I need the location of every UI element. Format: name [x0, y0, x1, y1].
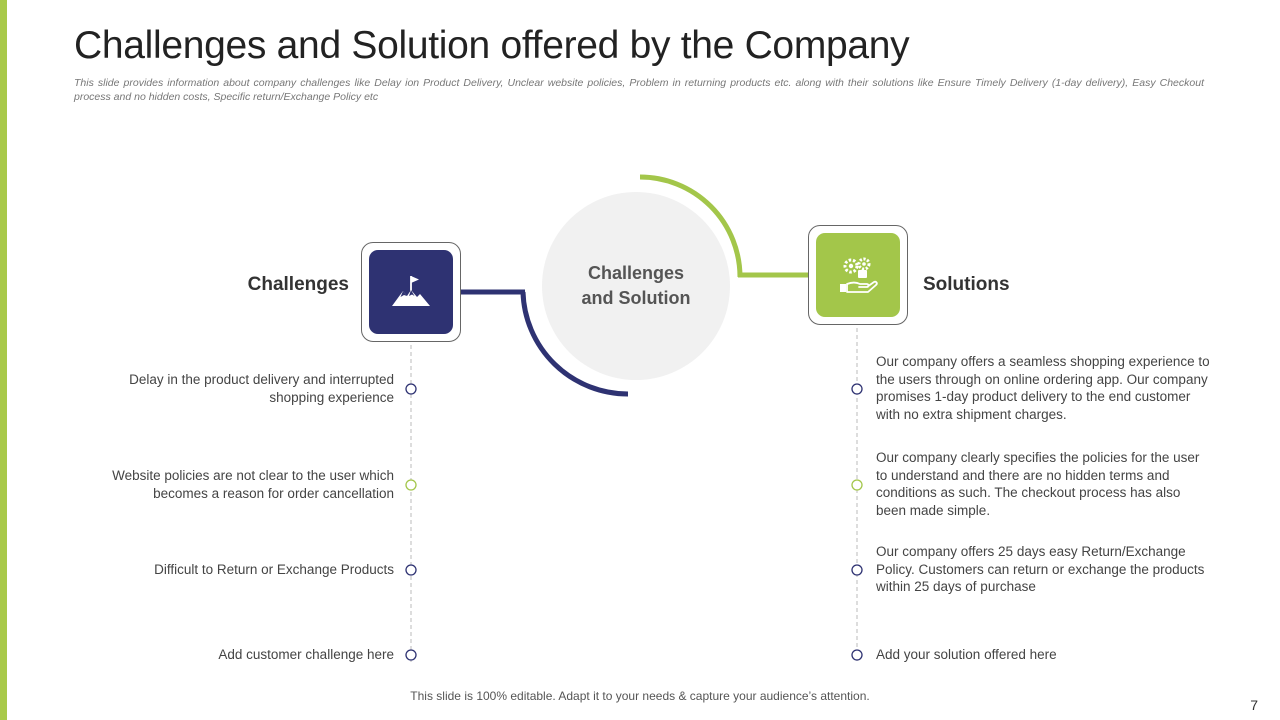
- challenge-item-2: Website policies are not clear to the us…: [112, 468, 394, 501]
- solution-marker-3: [851, 564, 863, 576]
- hand-with-gears-icon: [840, 257, 878, 293]
- solution-marker-1: [851, 383, 863, 395]
- solutions-arc: [639, 174, 743, 278]
- challenges-icon-box: [361, 242, 461, 342]
- slide-footer: This slide is 100% editable. Adapt it to…: [410, 689, 870, 703]
- solutions-icon-tile: [816, 233, 900, 317]
- challenge-item-4: Add customer challenge here: [218, 647, 394, 662]
- slide-subtitle: This slide provides information about co…: [74, 77, 1204, 103]
- challenge-item-3: Difficult to Return or Exchange Products: [154, 562, 394, 577]
- challenges-icon-tile: [369, 250, 453, 334]
- flag-on-mountain-icon: [392, 276, 430, 306]
- solution-marker-2: [851, 479, 863, 491]
- challenge-marker-2: [405, 479, 417, 491]
- solution-marker-4: [851, 649, 863, 661]
- solution-item-4: Add your solution offered here: [876, 647, 1057, 662]
- page-number: 7: [1250, 697, 1258, 713]
- solution-item-1: Our company offers a seamless shopping e…: [876, 354, 1210, 422]
- challenge-marker-4: [405, 649, 417, 661]
- challenge-item-1: Delay in the product delivery and interr…: [129, 372, 394, 405]
- solutions-heading: Solutions: [923, 274, 1010, 295]
- solution-item-2: Our company clearly specifies the polici…: [876, 450, 1200, 518]
- challenge-marker-3: [405, 564, 417, 576]
- challenge-marker-1: [405, 383, 417, 395]
- center-circle: Challenges and Solution: [542, 192, 730, 380]
- center-label: Challenges and Solution: [581, 263, 691, 308]
- slide-title: Challenges and Solution offered by the C…: [74, 24, 910, 67]
- solutions-icon-box: [808, 225, 908, 325]
- solution-item-3: Our company offers 25 days easy Return/E…: [876, 544, 1205, 595]
- challenges-arc: [520, 291, 629, 397]
- accent-bar: [0, 0, 7, 720]
- challenges-heading: Challenges: [247, 274, 349, 295]
